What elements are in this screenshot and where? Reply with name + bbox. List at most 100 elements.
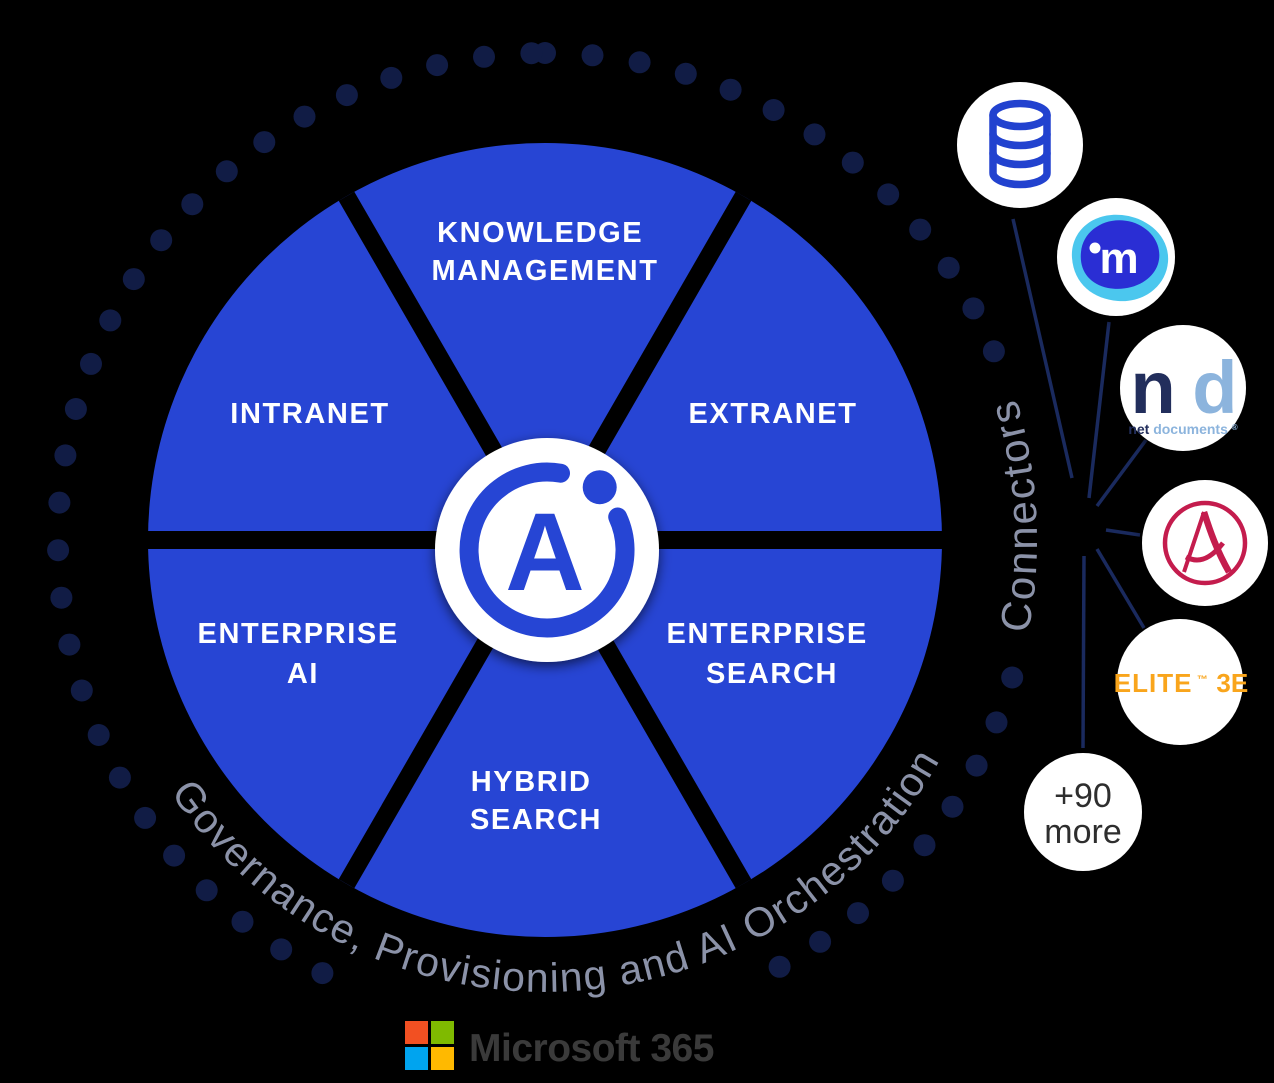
ring-dot	[581, 44, 604, 67]
connector-database	[957, 82, 1083, 208]
ring-dot	[48, 491, 71, 514]
connector-ray-more	[1081, 555, 1086, 749]
segment-label-intranet: INTRANET	[230, 398, 389, 430]
ring-dot	[913, 834, 936, 857]
ring-dot	[768, 955, 791, 978]
ring-dot	[270, 938, 293, 961]
connector-more-circle	[1024, 753, 1142, 871]
ms-logo-yellow-square-icon	[431, 1047, 454, 1070]
ring-dot	[719, 78, 742, 101]
ring-dot	[134, 806, 157, 829]
connector-ray-elite	[1095, 548, 1146, 629]
ring-dot	[64, 398, 87, 420]
nd-word-net: net	[1128, 421, 1149, 437]
nd-monogram-n: n	[1131, 346, 1174, 429]
segment-label-line: AI	[287, 658, 319, 690]
atlas-logo-dot-icon	[582, 470, 617, 505]
connector-elite-circle	[1117, 619, 1243, 745]
connector-netdocuments-circle	[1120, 325, 1246, 451]
product-wheel: KNOWLEDGE MANAGEMENT EXTRANET ENTERPRISE…	[148, 143, 942, 937]
ring-dot	[108, 766, 131, 789]
dotted-ring	[47, 42, 1024, 985]
ring-dot	[335, 84, 358, 107]
segment-label-line: ENTERPRISE	[667, 618, 868, 650]
ring-dot	[762, 99, 785, 121]
imanage-i-dot-icon	[1089, 242, 1101, 254]
ring-dot	[231, 910, 254, 933]
segment-label-enterprise-ai: ENTERPRISE AI	[198, 618, 409, 690]
connector-ray-netdocuments	[1095, 438, 1148, 508]
ring-dot	[87, 724, 110, 746]
atlas-logo-letter: A	[505, 491, 584, 614]
more-word: more	[1044, 813, 1121, 851]
elite-3e-label: ELITE ™ 3E	[1114, 668, 1248, 698]
imanage-letter: m	[1099, 234, 1138, 283]
netdocuments-monogram: n d	[1131, 346, 1236, 429]
ring-dot	[293, 105, 316, 128]
segment-label-line: HYBRID	[471, 766, 592, 798]
ring-dot	[80, 352, 102, 375]
atlas-logo-ring-icon	[459, 462, 635, 638]
ring-dot	[122, 268, 145, 291]
connector-aderant	[1142, 480, 1268, 606]
ring-dot	[877, 183, 900, 206]
ring-dot	[520, 42, 543, 65]
ring-dot	[473, 45, 495, 68]
segment-label-extranet: EXTRANET	[688, 398, 857, 430]
ring-dot	[99, 309, 122, 332]
ring-dot	[253, 131, 276, 154]
ring-dot	[426, 54, 449, 77]
microsoft-footer: Microsoft 365	[405, 1021, 714, 1070]
ring-dot	[847, 902, 869, 925]
ring-dot	[70, 679, 93, 702]
ring-dot	[195, 879, 218, 902]
ring-dot	[163, 844, 186, 867]
connectors-arc-label: Connectors	[979, 394, 1046, 635]
segment-label-hybrid-search: HYBRID SEARCH	[470, 766, 602, 836]
ring-dot	[58, 633, 81, 656]
ring-dot	[54, 444, 77, 467]
ring-dot	[985, 711, 1008, 734]
ms-logo-green-square-icon	[431, 1021, 454, 1044]
ring-dot	[803, 123, 826, 146]
connector-elite: ELITE ™ 3E	[1114, 619, 1248, 745]
database-icon	[989, 99, 1051, 189]
microsoft-wordmark: Microsoft 365	[469, 1027, 714, 1070]
segment-label-line: ENTERPRISE	[198, 618, 399, 650]
ring-dot	[941, 795, 964, 818]
more-count: +90	[1054, 777, 1112, 815]
elite-tm-mark: ™	[1197, 674, 1208, 686]
ms-logo-blue-square-icon	[405, 1047, 428, 1070]
segment-label-line: EXTRANET	[688, 398, 857, 430]
connectors-arc-text: Connectors	[979, 394, 1043, 635]
connector-more: +90 more	[1024, 753, 1142, 871]
segment-label-line: INTRANET	[230, 398, 389, 430]
ms-logo-red-square-icon	[405, 1021, 428, 1044]
connector-imanage: m	[1057, 198, 1175, 316]
atlas-logo: A	[435, 438, 659, 662]
imanage-logo-icon: m	[1071, 214, 1169, 302]
elite-edition: 3E	[1216, 668, 1248, 698]
connector-ray-imanage	[1087, 321, 1111, 499]
segment-label-line: MANAGEMENT	[431, 255, 658, 287]
ring-dot	[881, 869, 904, 892]
elite-brand: ELITE	[1114, 668, 1193, 698]
ring-dot	[215, 160, 238, 183]
ring-dot	[380, 66, 403, 89]
segment-label-knowledge-management: KNOWLEDGE MANAGEMENT	[431, 217, 658, 287]
connector-aderant-circle	[1142, 480, 1268, 606]
ring-dot	[937, 256, 960, 279]
connector-ray-aderant	[1105, 528, 1141, 537]
ring-dot	[841, 151, 864, 174]
ring-dot	[150, 229, 173, 252]
ring-dot	[181, 193, 204, 216]
connector-rays	[1011, 218, 1148, 749]
segment-label-line: SEARCH	[706, 658, 838, 690]
connector-ray-database	[1011, 218, 1074, 479]
segment-label-line: SEARCH	[470, 804, 602, 836]
ring-dot	[809, 930, 832, 953]
nd-reg-mark: ®	[1232, 423, 1238, 432]
connector-bubbles: m n d net documents ®	[957, 82, 1268, 871]
ring-dot	[311, 962, 334, 985]
